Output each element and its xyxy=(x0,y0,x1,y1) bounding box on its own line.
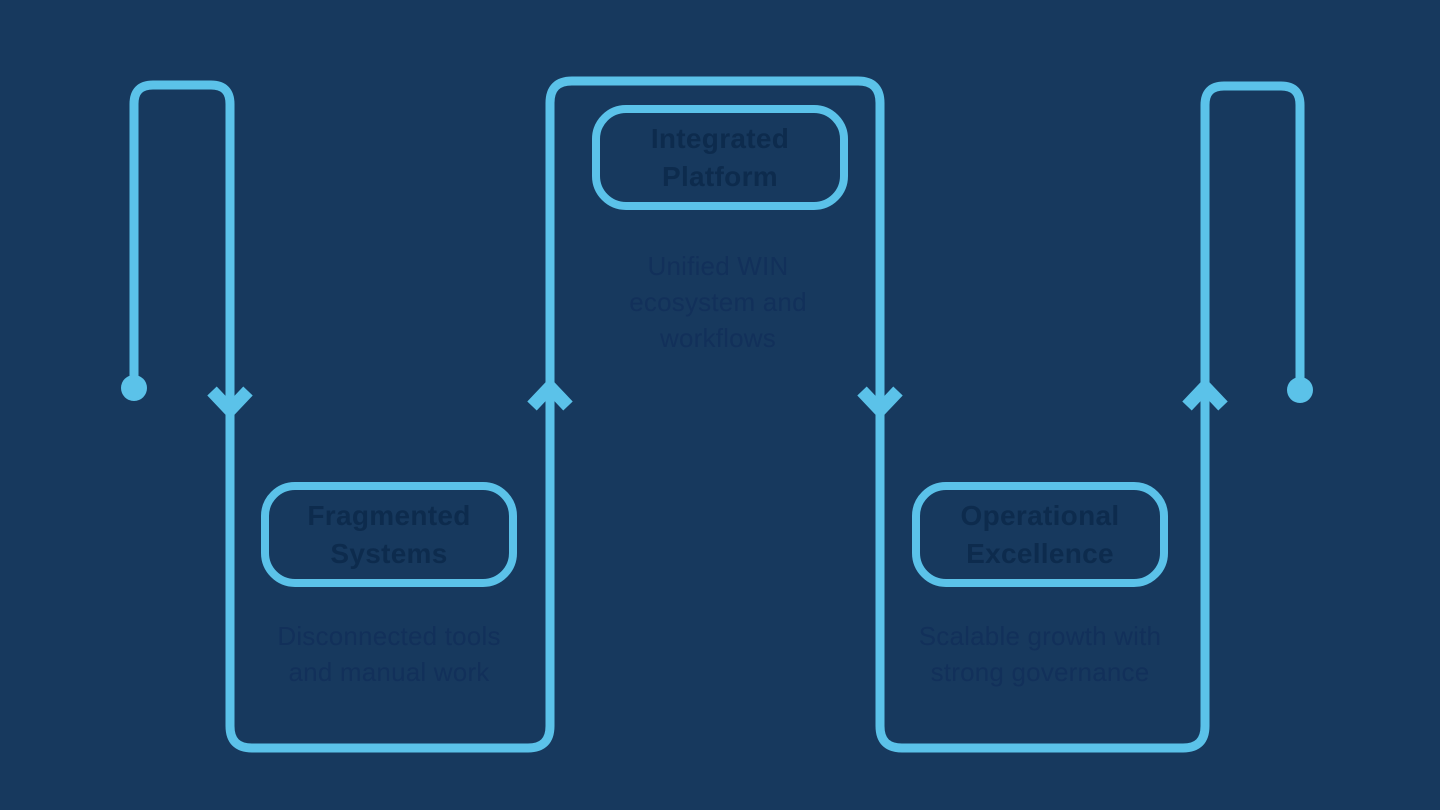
down-arrow-icon xyxy=(207,386,253,420)
stage-label-box: Integrated Platform xyxy=(592,105,848,210)
down-arrow-icon xyxy=(857,386,903,420)
stage-description: Unified WIN ecosystem and workflows xyxy=(629,251,807,353)
up-arrow-icon xyxy=(527,377,573,411)
start-dot xyxy=(121,375,147,401)
stage-label-box: Fragmented Systems xyxy=(261,482,517,587)
up-arrow-icon xyxy=(1182,377,1228,411)
stage-label-box: Operational Excellence xyxy=(912,482,1168,587)
stage-description: Scalable growth with strong governance xyxy=(918,621,1162,687)
stage-label: Fragmented Systems xyxy=(307,499,471,569)
stage-description: Disconnected tools and manual work xyxy=(277,621,501,687)
stage-label: Operational Excellence xyxy=(960,499,1120,569)
end-dot xyxy=(1287,377,1313,403)
stage-label: Integrated Platform xyxy=(650,122,790,192)
snake-connector-path xyxy=(129,76,1305,753)
